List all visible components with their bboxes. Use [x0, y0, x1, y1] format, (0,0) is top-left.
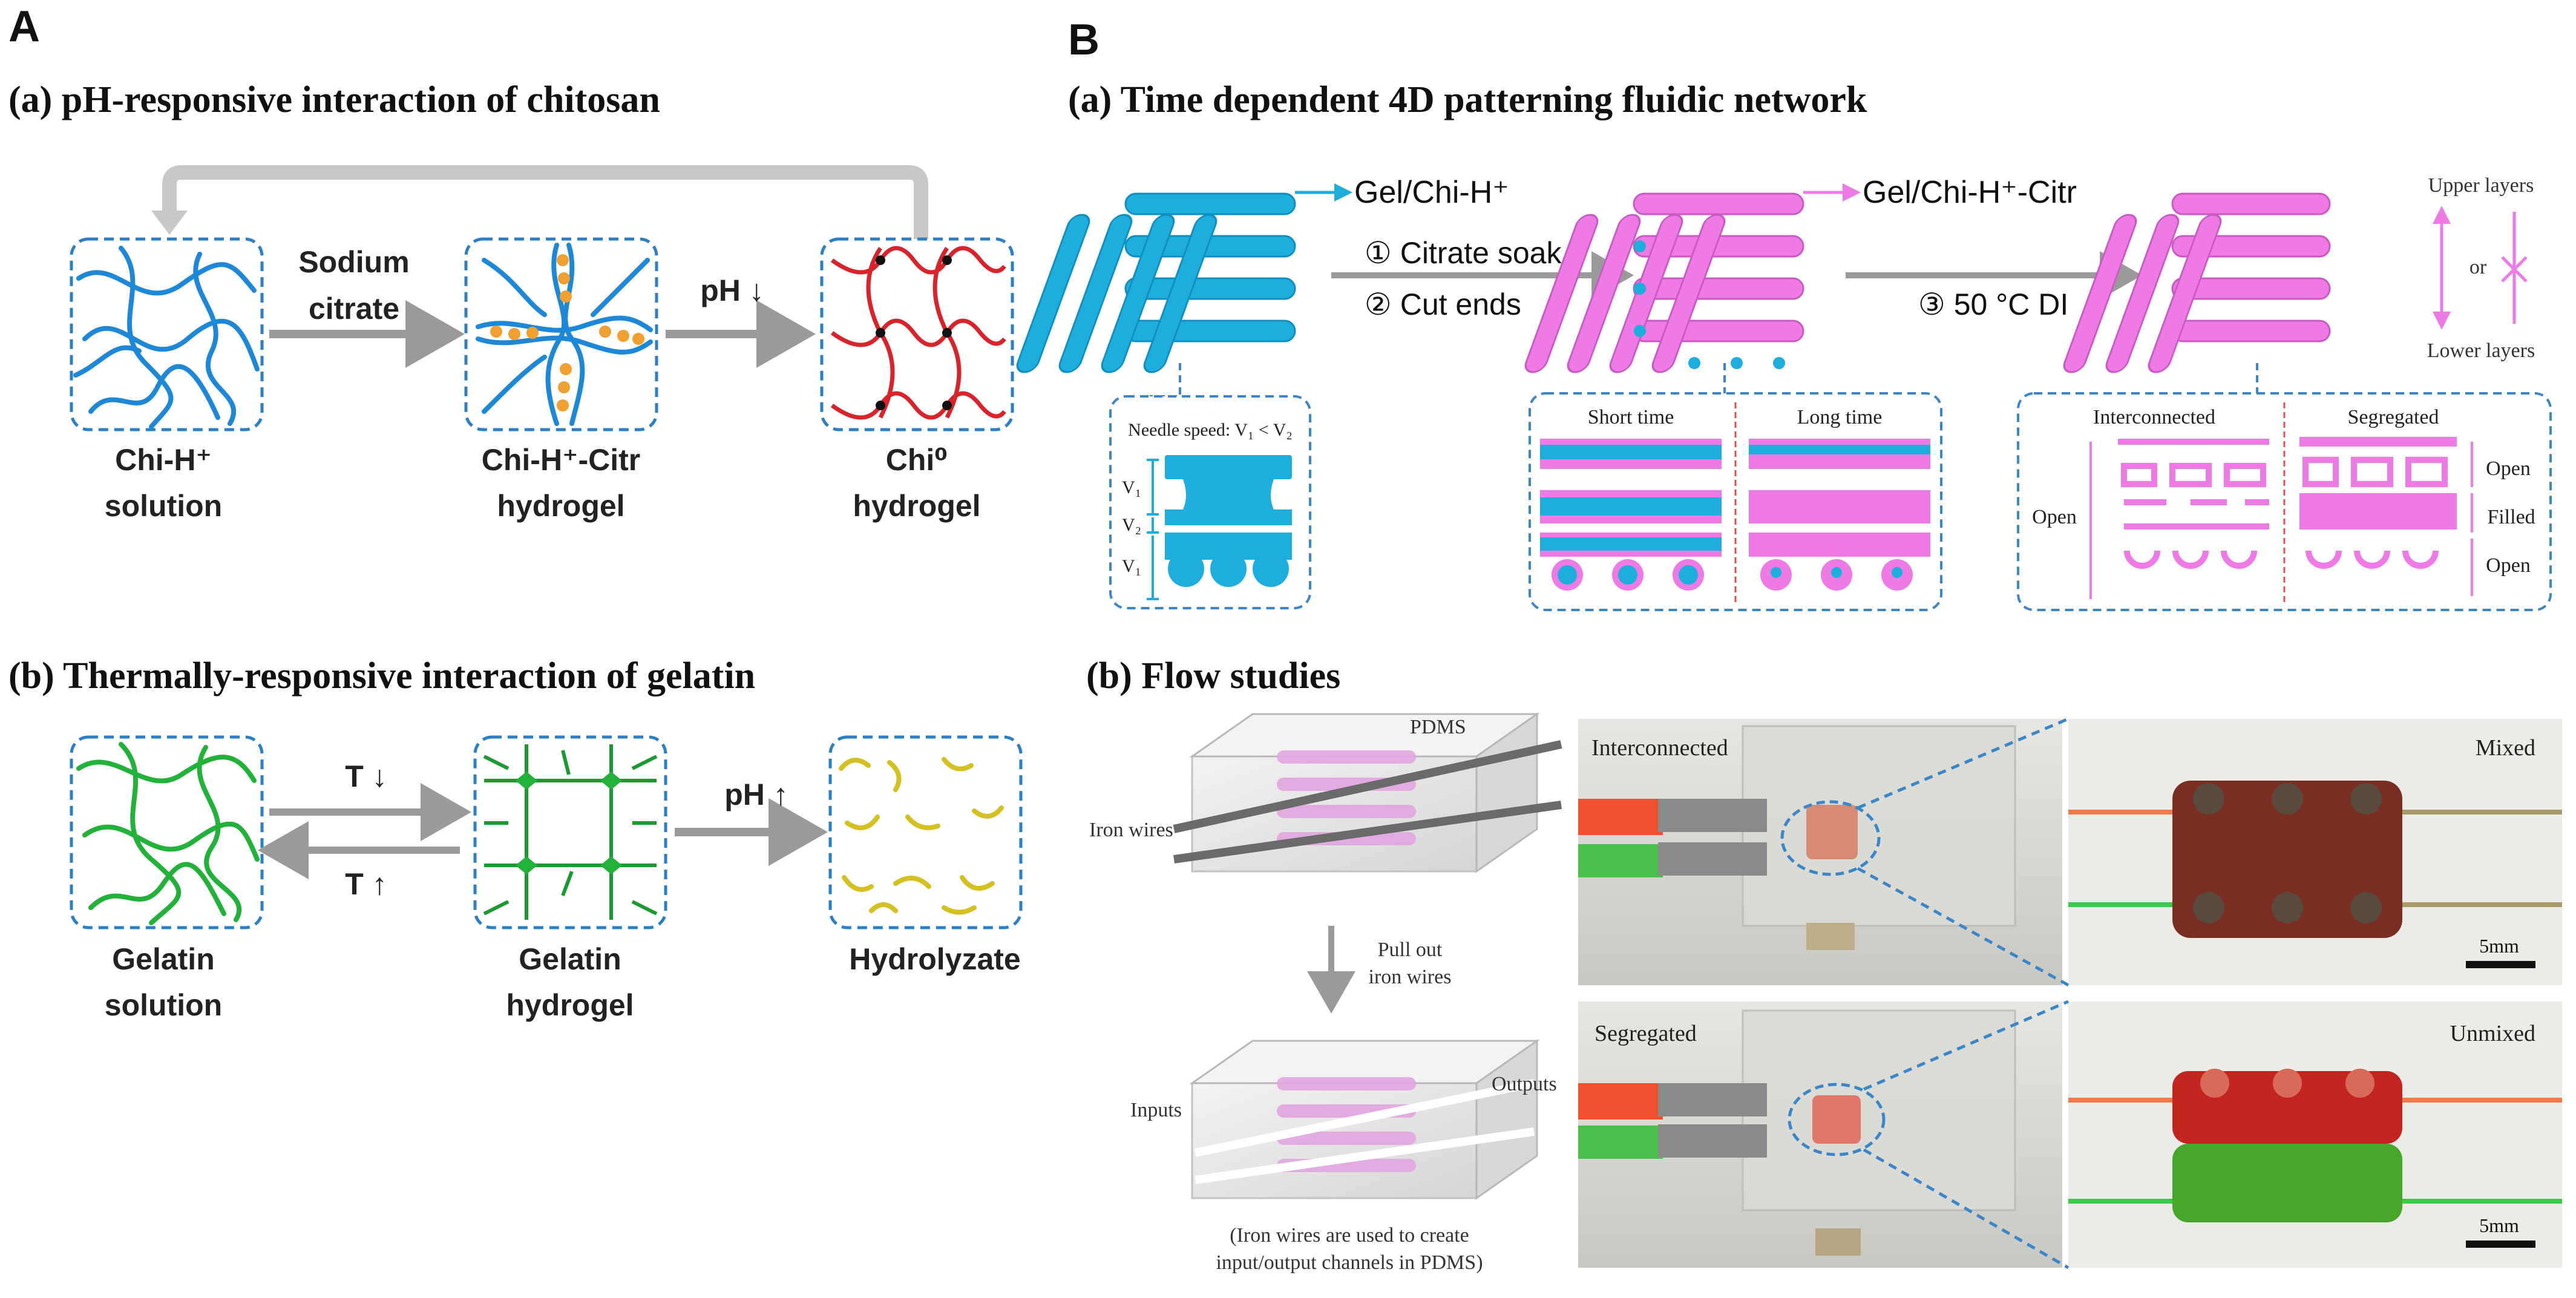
gelatin-solution-label-2: solution	[105, 988, 222, 1022]
step-citrate-soak: ① Citrate soak	[1365, 236, 1562, 270]
pdms-block-bottom	[1189, 1039, 1540, 1200]
chi0-hydrogel-box	[820, 237, 1014, 431]
v1-top: V₁	[1122, 477, 1141, 497]
outputs-label: Outputs	[1492, 1073, 1557, 1095]
gel-chi-h-label: Gel/Chi-H⁺	[1354, 175, 1509, 210]
hydrolyzate-box	[828, 735, 1023, 929]
photo-mixed	[2068, 719, 2562, 985]
zoom-line-1b	[1857, 867, 2070, 987]
pdms-block-top	[1173, 712, 1562, 873]
chi-citr-hydrogel-box	[464, 237, 658, 431]
panel-a-b-heading: (b) Thermally-responsive interaction of …	[8, 655, 755, 697]
segregated-drawing	[2299, 437, 2457, 569]
chi-solution-box	[70, 237, 264, 431]
pull-out-label-2: iron wires	[1369, 966, 1452, 988]
long-time-label: Long time	[1797, 406, 1883, 428]
photo-unmixed-label: Unmixed	[2450, 1021, 2535, 1046]
scale-bar-1-label: 5mm	[2479, 935, 2519, 957]
or-label: or	[2469, 256, 2487, 278]
panel-b-a-heading: (a) Time dependent 4D patterning fluidic…	[1068, 79, 1867, 120]
open-label-left: Open	[2032, 506, 2077, 528]
open-label-right-bottom: Open	[2486, 554, 2531, 577]
step-50c-di: ③ 50 °C DI	[1918, 287, 2068, 321]
gelatin-hydrogel-box	[473, 735, 667, 929]
lower-layers-label: Lower layers	[2427, 339, 2535, 362]
chi-solution-label-2: solution	[105, 489, 222, 523]
scaffold-cyan	[1016, 192, 1296, 373]
scaffold-pink	[2063, 192, 2331, 373]
photo-segregated-label: Segregated	[1594, 1021, 1697, 1046]
filled-label: Filled	[2487, 506, 2535, 528]
zoom-line-2a	[1863, 1000, 2069, 1091]
chi-citr-label-1: Chi-H⁺-Citr	[482, 443, 640, 477]
scale-bar-2-label: 5mm	[2479, 1214, 2519, 1236]
inputs-label: Inputs	[1130, 1099, 1182, 1121]
chi-solution-label-1: Chi-H⁺	[115, 443, 212, 477]
gelatin-hydrogel-label-1: Gelatin	[519, 942, 621, 976]
t-up-label: T ↑	[345, 867, 387, 901]
step-cut-ends: ② Cut ends	[1365, 287, 1521, 321]
photo-unmixed	[2068, 1001, 2562, 1268]
ph-down-label: pH ↓	[700, 274, 764, 307]
chi0-label-1: Chi⁰	[886, 443, 948, 477]
pull-out-label-1: Pull out	[1378, 939, 1443, 961]
scaffold-pink-cored	[1524, 192, 1804, 373]
gel-chi-h-citr-label: Gel/Chi-H⁺-Citr	[1863, 175, 2077, 210]
chi0-label-2: hydrogel	[853, 489, 980, 523]
short-time-drawing	[1540, 439, 1722, 591]
sodium-citrate-label-2: citrate	[309, 292, 399, 326]
short-time-label: Short time	[1588, 406, 1674, 428]
pdms-label: PDMS	[1410, 716, 1466, 738]
segregated-label: Segregated	[2347, 406, 2439, 428]
long-time-drawing	[1749, 439, 1930, 591]
photo-interconnected-label: Interconnected	[1591, 735, 1728, 761]
iron-wire-1	[1173, 740, 1562, 833]
open-label-right-top: Open	[2486, 457, 2531, 480]
upper-layers-label: Upper layers	[2428, 174, 2534, 197]
zoom-line-2b	[1863, 1148, 2070, 1270]
panel-a-a-heading: (a) pH-responsive interaction of chitosa…	[8, 79, 660, 120]
panel-b-letter: B	[1068, 16, 1100, 64]
photo-mixed-label: Mixed	[2476, 735, 2535, 761]
needle-speed-inset	[1109, 395, 1311, 609]
connectivity-inset	[2017, 392, 2552, 611]
gelatin-solution-box	[70, 735, 264, 929]
iron-wires-label: Iron wires	[1089, 819, 1173, 841]
flow-studies-heading: (b) Flow studies	[1086, 655, 1340, 697]
v2: V₂	[1122, 515, 1141, 535]
needle-speed-title: Needle speed: V₁ < V₂	[1128, 420, 1293, 440]
panel-a-letter: A	[8, 2, 40, 51]
interconnected-label: Interconnected	[2093, 406, 2215, 428]
interconnected-drawing	[2118, 439, 2269, 569]
zoom-line-1a	[1857, 717, 2069, 810]
gelatin-hydrogel-label-2: hydrogel	[506, 988, 634, 1022]
feedback-arrow	[162, 165, 928, 239]
cross-icon	[2501, 256, 2528, 283]
t-down-label: T ↓	[345, 759, 387, 793]
v1-bottom: V₁	[1122, 556, 1141, 576]
photo-segregated	[1578, 1001, 2062, 1268]
ph-up-label: pH ↑	[724, 778, 788, 811]
time-inset	[1529, 392, 1942, 611]
chi-citr-label-2: hydrogel	[497, 489, 624, 523]
sodium-citrate-label-1: Sodium	[298, 245, 409, 279]
caption-line-1: (Iron wires are used to create	[1230, 1224, 1469, 1247]
feedback-arrow-head	[151, 211, 188, 235]
caption-line-2: input/output channels in PDMS)	[1216, 1251, 1483, 1274]
iron-wire-2	[1173, 801, 1562, 864]
hydrolyzate-label: Hydrolyzate	[849, 942, 1020, 976]
photo-interconnected	[1578, 719, 2062, 985]
gelatin-solution-label-1: Gelatin	[112, 942, 214, 976]
